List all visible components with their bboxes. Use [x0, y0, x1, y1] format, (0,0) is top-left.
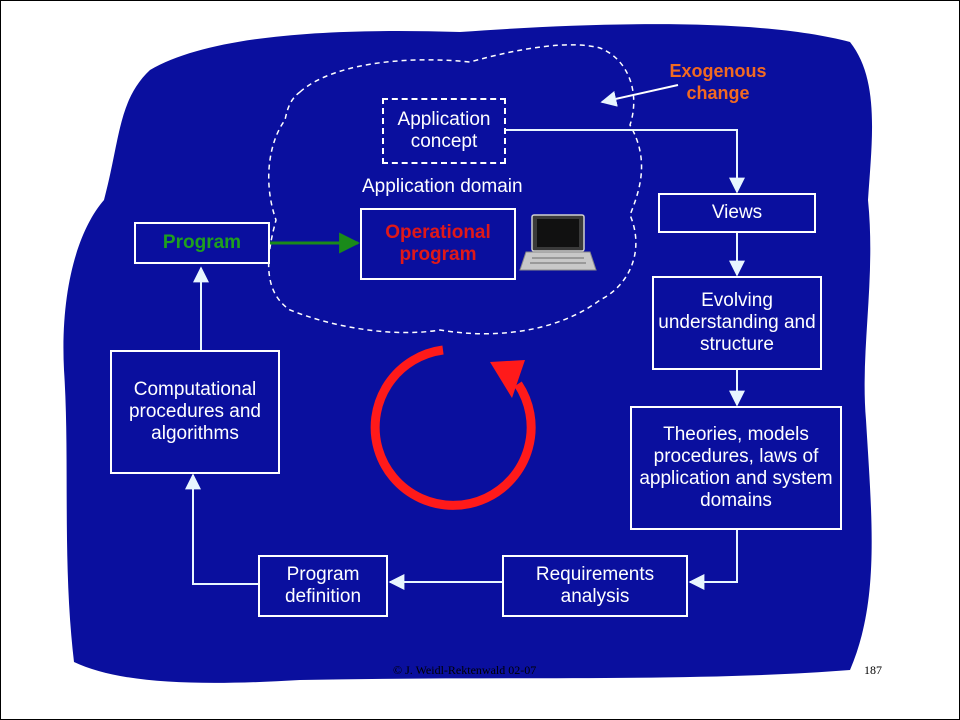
- program-box: Program: [134, 222, 270, 264]
- program-definition-box: Program definition: [258, 555, 388, 617]
- connector-definition-to-procedures: [185, 473, 258, 585]
- evolving-understanding-box: Evolving understanding and structure: [652, 276, 822, 370]
- footer-page-number: 187: [864, 663, 882, 677]
- connector-theories-to-requirements: [688, 530, 738, 590]
- computational-procedures-box: Computational procedures and algorithms: [110, 350, 280, 474]
- laptop-icon: [519, 214, 597, 271]
- views-box: Views: [658, 193, 816, 233]
- exogenous-pointer: [600, 84, 679, 107]
- background-blob: [63, 24, 873, 683]
- application-concept-box: Application concept: [382, 98, 506, 164]
- application-domain-boundary: [267, 44, 643, 335]
- circular-arrow-icon: [370, 345, 536, 510]
- theories-box: Theories, models procedures, laws of app…: [630, 406, 842, 530]
- application-domain-label: Application domain: [362, 176, 523, 197]
- connector-concept-to-views: [505, 129, 745, 194]
- exogenous-change-label: Exogenous change: [669, 61, 767, 103]
- requirements-analysis-box: Requirements analysis: [502, 555, 688, 617]
- footer-copyright: © J. Weidl-Rektenwald 02-07: [393, 663, 537, 677]
- operational-program-box: Operational program: [360, 208, 516, 280]
